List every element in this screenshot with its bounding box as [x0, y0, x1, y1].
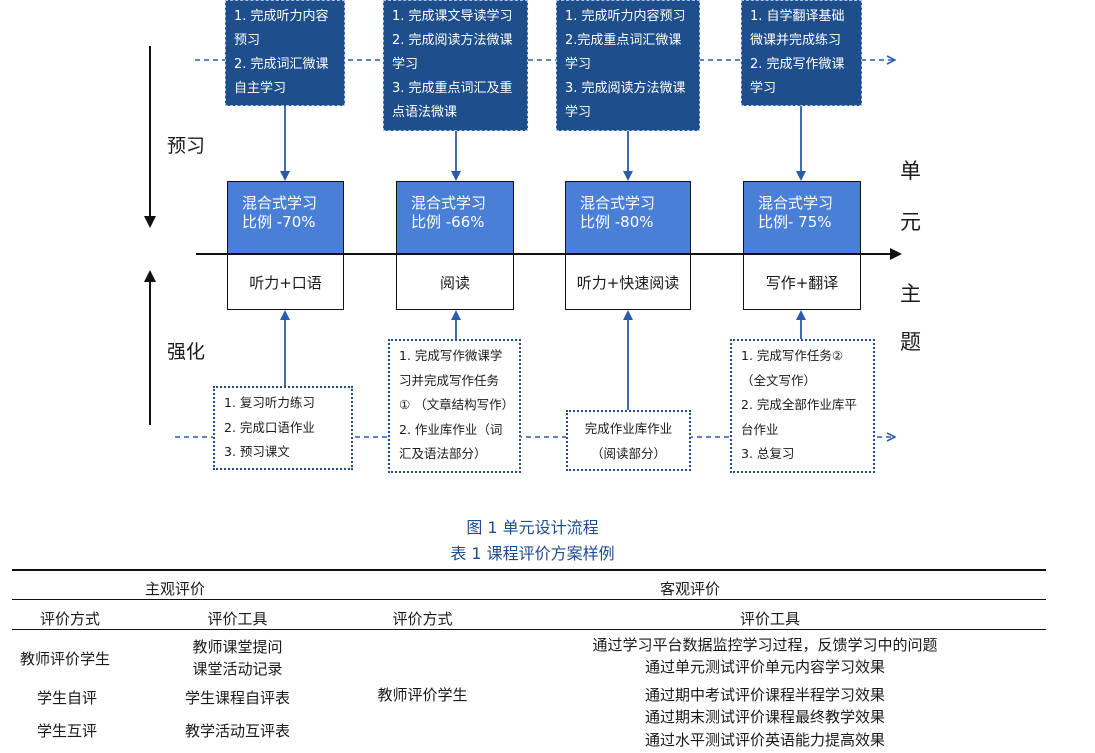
- blended-ratio: 比例 -70%: [242, 213, 316, 231]
- top-task-line: 学习: [565, 57, 592, 72]
- objective-tool-cell: 通过单元测试评价单元内容学习效果: [644, 658, 885, 676]
- top-task-box-2: 1. 完成课文导读学习 2. 完成阅读方法微课 学习 3. 完成重点词汇及重 点…: [383, 0, 528, 131]
- review-line: 1. 完成写作任务②: [741, 348, 844, 363]
- table-top-rule: [12, 569, 1046, 571]
- review-box-4: 1. 完成写作任务② （全文写作） 2. 完成全部作业库平 台作业 3. 总复习: [730, 339, 875, 473]
- col-tool2-header: 评价工具: [739, 610, 800, 628]
- review-box-1: 1. 复习听力练习 2. 完成口语作业 3. 预习课文: [213, 386, 353, 470]
- subjective-tool-cell: 教学活动互评表: [184, 722, 290, 740]
- blended-title: 混合式学习: [580, 194, 656, 212]
- review-line: 台作业: [741, 421, 779, 437]
- review-line: 3. 总复习: [741, 446, 795, 461]
- objective-tool-cell: 通过水平测试评价英语能力提高效果: [644, 731, 885, 749]
- unit-label: 听力+口语: [249, 273, 322, 292]
- review-line: （全文写作）: [741, 372, 817, 388]
- unit-label: 写作+翻译: [765, 273, 839, 292]
- blended-title: 混合式学习: [758, 194, 834, 212]
- objective-tool-cell: 通过期末测试评价课程最终教学效果: [644, 708, 885, 726]
- axis-label-char: 主: [900, 282, 921, 306]
- table-header-rule: [12, 629, 1046, 630]
- col-method-header: 评价方式: [39, 610, 100, 628]
- subjective-method-cell: 教师评价学生: [19, 650, 110, 668]
- strengthen-label: 强化: [167, 341, 206, 363]
- top-task-line: 1. 完成听力内容: [234, 9, 329, 24]
- subjective-tool-cell: 学生课程自评表: [184, 689, 290, 707]
- top-task-line: 自主学习: [234, 81, 287, 96]
- top-task-box-1: 1. 完成听力内容 预习 2. 完成词汇微课 自主学习: [225, 0, 345, 106]
- review-line: 1. 完成写作微课学: [399, 348, 503, 363]
- top-task-line: 学习: [565, 105, 592, 120]
- subjective-method-cell: 学生互评: [36, 722, 97, 740]
- blended-title: 混合式学习: [242, 194, 318, 212]
- blended-title: 混合式学习: [411, 194, 487, 212]
- review-line: 汇及语法部分）: [399, 446, 487, 461]
- col-tool-header: 评价工具: [207, 610, 268, 628]
- review-box-2: 1. 完成写作微课学 习并完成写作任务 ① （文章结构写作） 2. 作业库作业（…: [388, 339, 521, 473]
- review-line: 2. 完成全部作业库平: [741, 397, 857, 412]
- objective-tool-cell: 通过期中考试评价课程半程学习效果: [644, 686, 885, 704]
- top-task-box-3: 1. 完成听力内容预习 2.完成重点词汇微课 学习 3. 完成阅读方法微课 学习: [556, 0, 700, 131]
- flow-diagram: [144, 46, 902, 520]
- blended-box-4: 混合式学习 比例- 75%: [743, 181, 861, 254]
- axis-label-char: 元: [900, 210, 921, 234]
- top-task-line: 3. 完成阅读方法微课: [565, 81, 686, 96]
- review-line: 2. 完成口语作业: [224, 419, 315, 435]
- review-line: （阅读部分）: [590, 445, 666, 461]
- top-task-line: 1. 完成听力内容预习: [565, 9, 686, 24]
- top-task-line: 预习: [234, 33, 261, 48]
- blended-ratio: 比例 -80%: [580, 213, 654, 231]
- top-task-line: 2. 完成写作微课: [750, 57, 845, 72]
- top-task-line: 2. 完成词汇微课: [234, 57, 329, 72]
- top-task-line: 微课并完成练习: [750, 33, 842, 48]
- review-line: 完成作业库作业: [584, 421, 673, 436]
- objective-method-cell: 教师评价学生: [377, 686, 468, 704]
- axis-label-char: 题: [900, 330, 921, 354]
- review-line: ① （文章结构写作）: [399, 397, 515, 412]
- table-group-rule: [12, 599, 1046, 600]
- blended-ratio: 比例 -66%: [411, 213, 485, 231]
- top-task-line: 3. 完成重点词汇及重: [392, 81, 513, 96]
- top-task-line: 2. 完成阅读方法微课: [392, 33, 513, 48]
- table-caption: 表 1 课程评价方案样例: [450, 544, 615, 563]
- subjective-tool-cell: 教师课堂提问: [192, 638, 283, 656]
- unit-box-1: 听力+口语: [227, 254, 344, 310]
- top-task-box-4: 1. 自学翻译基础 微课并完成练习 2. 完成写作微课 学习: [741, 0, 862, 106]
- preview-label: 预习: [167, 135, 206, 157]
- review-line: 习并完成写作任务: [399, 372, 500, 388]
- blended-box-3: 混合式学习 比例 -80%: [565, 181, 691, 254]
- top-task-line: 点语法微课: [392, 105, 458, 120]
- review-box-3: 完成作业库作业 （阅读部分）: [566, 410, 691, 471]
- unit-label: 听力+快速阅读: [576, 273, 680, 292]
- unit-box-2: 阅读: [396, 254, 514, 310]
- subjective-method-cell: 学生自评: [36, 689, 97, 707]
- review-line: 2. 作业库作业（词: [399, 421, 503, 437]
- subjective-tool-cell: 课堂活动记录: [192, 660, 283, 678]
- blended-box-2: 混合式学习 比例 -66%: [396, 181, 514, 254]
- unit-box-3: 听力+快速阅读: [565, 254, 691, 310]
- review-line: 3. 预习课文: [224, 444, 290, 459]
- col-method2-header: 评价方式: [392, 610, 453, 628]
- top-task-line: 2.完成重点词汇微课: [565, 33, 682, 48]
- top-task-line: 学习: [392, 57, 419, 72]
- top-task-line: 1. 自学翻译基础: [750, 9, 845, 24]
- objective-group-header: 客观评价: [659, 580, 720, 598]
- top-task-line: 学习: [750, 81, 777, 96]
- review-line: 1. 复习听力练习: [224, 395, 315, 410]
- blended-ratio: 比例- 75%: [758, 213, 832, 231]
- top-task-line: 1. 完成课文导读学习: [392, 9, 513, 24]
- unit-label: 阅读: [439, 273, 470, 292]
- figure-caption: 图 1 单元设计流程: [466, 518, 599, 537]
- objective-tool-cell: 通过学习平台数据监控学习过程，反馈学习中的问题: [592, 636, 938, 654]
- subjective-group-header: 主观评价: [144, 580, 205, 598]
- axis-label-char: 单: [900, 159, 921, 183]
- blended-box-1: 混合式学习 比例 -70%: [227, 181, 344, 254]
- unit-box-4: 写作+翻译: [743, 254, 861, 310]
